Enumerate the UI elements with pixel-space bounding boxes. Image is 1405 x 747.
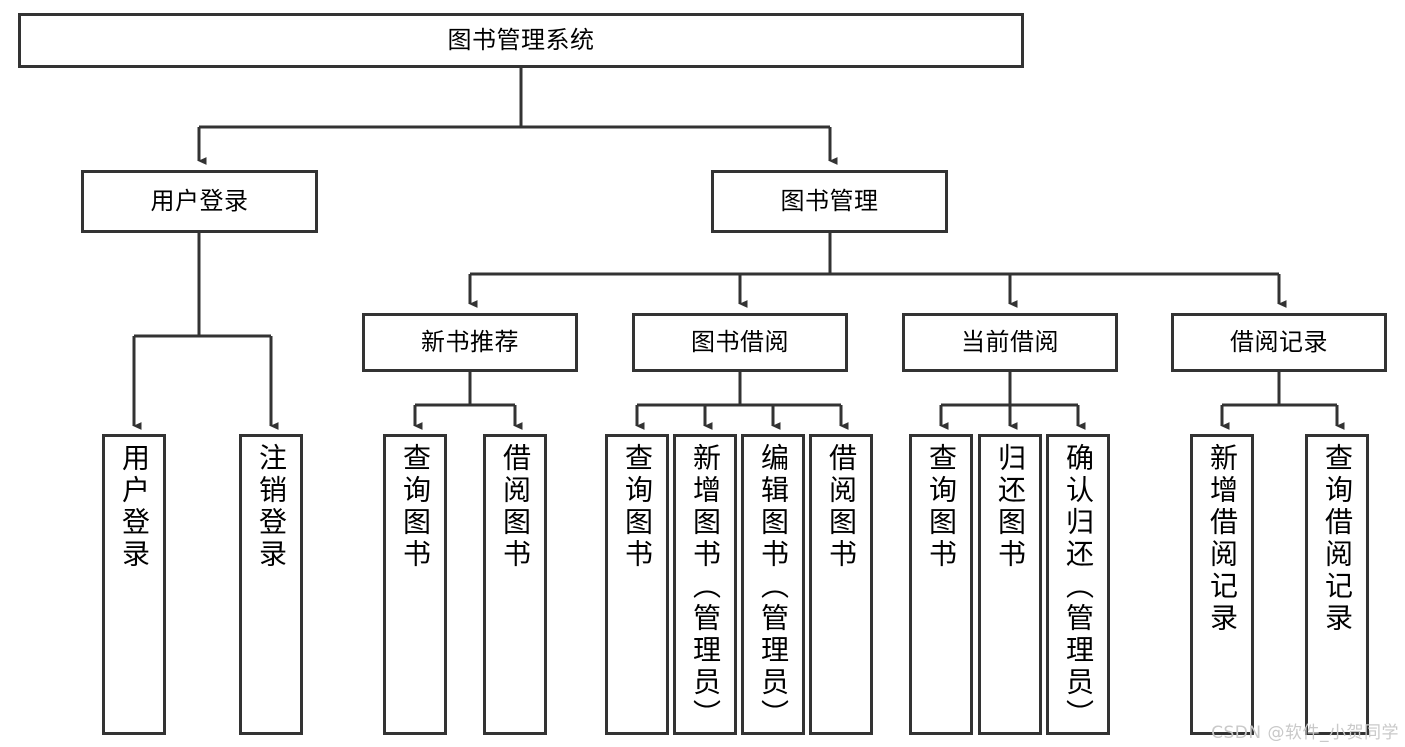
node-root-system[interactable]: 图书管理系统 (18, 13, 1024, 68)
csdn-watermark: CSDN @软件_小贺同学 (1211, 723, 1399, 743)
node-leaf-return-book[interactable]: 归还图书 (978, 434, 1042, 735)
node-label: 注销登录 (255, 443, 288, 571)
node-leaf-confirm-return[interactable]: 确认归还（管理员） (1046, 434, 1110, 735)
node-label: 新书推荐 (421, 328, 519, 357)
node-label: 查询图书 (925, 443, 958, 571)
node-label: 编辑图书（管理员） (757, 443, 790, 731)
node-label: 用户登录 (118, 443, 151, 571)
node-book-management[interactable]: 图书管理 (711, 170, 948, 233)
node-label: 借阅图书 (499, 443, 532, 571)
node-book-borrow[interactable]: 图书借阅 (632, 313, 848, 372)
node-user-login[interactable]: 用户登录 (81, 170, 318, 233)
node-label: 查询图书 (621, 443, 654, 571)
node-leaf-query-book-1[interactable]: 查询图书 (383, 434, 447, 735)
node-label: 确认归还（管理员） (1062, 443, 1095, 731)
node-leaf-edit-book[interactable]: 编辑图书（管理员） (741, 434, 805, 735)
node-label: 借阅图书 (825, 443, 858, 571)
node-label: 当前借阅 (961, 328, 1059, 357)
node-leaf-query-book-3[interactable]: 查询图书 (909, 434, 973, 735)
node-leaf-user-login[interactable]: 用户登录 (102, 434, 166, 735)
node-new-book-recommend[interactable]: 新书推荐 (362, 313, 578, 372)
node-leaf-user-logout[interactable]: 注销登录 (239, 434, 303, 735)
node-label: 归还图书 (994, 443, 1027, 571)
node-leaf-add-book[interactable]: 新增图书（管理员） (673, 434, 737, 735)
node-label: 新增借阅记录 (1206, 443, 1239, 635)
node-label: 图书借阅 (691, 328, 789, 357)
node-leaf-query-record[interactable]: 查询借阅记录 (1305, 434, 1369, 735)
node-label: 借阅记录 (1230, 328, 1328, 357)
node-leaf-query-book-2[interactable]: 查询图书 (605, 434, 669, 735)
node-label: 用户登录 (150, 187, 249, 216)
node-label: 查询图书 (399, 443, 432, 571)
node-label: 新增图书（管理员） (689, 443, 722, 731)
node-label: 查询借阅记录 (1321, 443, 1354, 635)
node-borrow-record[interactable]: 借阅记录 (1171, 313, 1387, 372)
node-current-borrow[interactable]: 当前借阅 (902, 313, 1118, 372)
node-leaf-add-record[interactable]: 新增借阅记录 (1190, 434, 1254, 735)
node-leaf-borrow-book-2[interactable]: 借阅图书 (809, 434, 873, 735)
node-label: 图书管理系统 (447, 26, 595, 55)
node-label: 图书管理 (780, 187, 879, 216)
node-leaf-borrow-book-1[interactable]: 借阅图书 (483, 434, 547, 735)
